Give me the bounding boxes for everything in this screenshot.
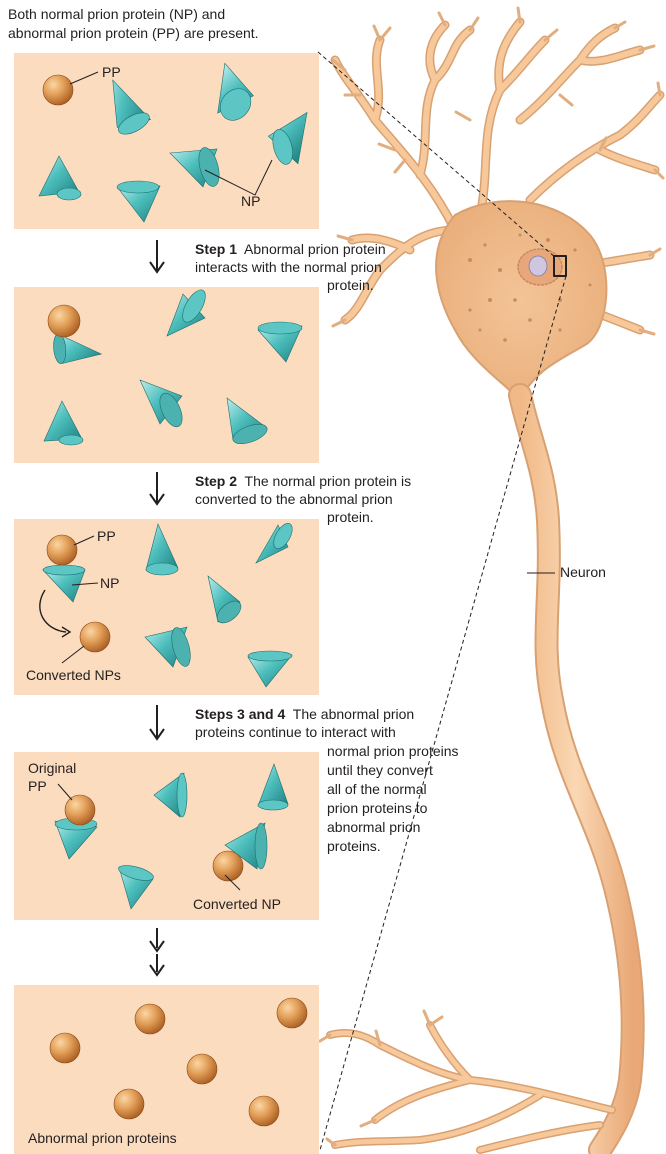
label-converted-nps: Converted NPs (26, 667, 121, 684)
step34-line5: all of the normal (327, 781, 427, 798)
step34-line2: proteins continue to interact with (195, 724, 396, 741)
label-neuron: Neuron (560, 564, 606, 581)
step1-line1: Step 1 Abnormal prion protein (195, 241, 386, 258)
step34-line7: abnormal prion (327, 819, 420, 836)
axon-terminals (320, 1011, 612, 1150)
step34-line6: prion proteins to (327, 800, 427, 817)
label-pp: PP (102, 64, 121, 81)
step34-line4: until they convert (327, 762, 433, 779)
header-line-2: abnormal prion protein (PP) are present. (8, 25, 259, 42)
step34-line3: normal prion proteins (327, 743, 459, 760)
arrow-step2 (150, 472, 164, 504)
step34-title: Steps 3 and 4 (195, 706, 285, 722)
step2-line2: converted to the abnormal prion (195, 491, 393, 508)
label-abnormal-prion-proteins: Abnormal prion proteins (28, 1130, 177, 1147)
step34-line1: Steps 3 and 4 The abnormal prion (195, 706, 414, 723)
arrow-step34 (150, 705, 164, 739)
step1-text-1: Abnormal prion protein (244, 241, 386, 257)
step34-text-1: The abnormal prion (293, 706, 414, 722)
step1-line3: protein. (327, 277, 374, 294)
step2-title: Step 2 (195, 473, 237, 489)
step2-line1: Step 2 The normal prion protein is (195, 473, 411, 490)
step2-text-1: The normal prion protein is (245, 473, 412, 489)
label-converted-np: Converted NP (193, 896, 281, 913)
panels (14, 53, 319, 1154)
label-np: NP (241, 193, 260, 210)
label-pp-3: PP (97, 528, 116, 545)
nucleolus (529, 256, 547, 276)
arrow-final-2 (150, 954, 164, 975)
arrow-step1 (150, 240, 164, 272)
neuron-soma (436, 201, 606, 400)
panel-5 (14, 985, 319, 1154)
neuron-illustration (320, 8, 663, 1150)
step1-title: Step 1 (195, 241, 237, 257)
label-original-pp: PP (28, 778, 47, 795)
label-np-3: NP (100, 575, 119, 592)
step2-line3: protein. (327, 509, 374, 526)
step34-line8: proteins. (327, 838, 381, 855)
arrow-final-1 (150, 928, 164, 951)
label-original: Original (28, 760, 76, 777)
header-line-1: Both normal prion protein (NP) and (8, 6, 225, 23)
step1-line2: interacts with the normal prion (195, 259, 382, 276)
